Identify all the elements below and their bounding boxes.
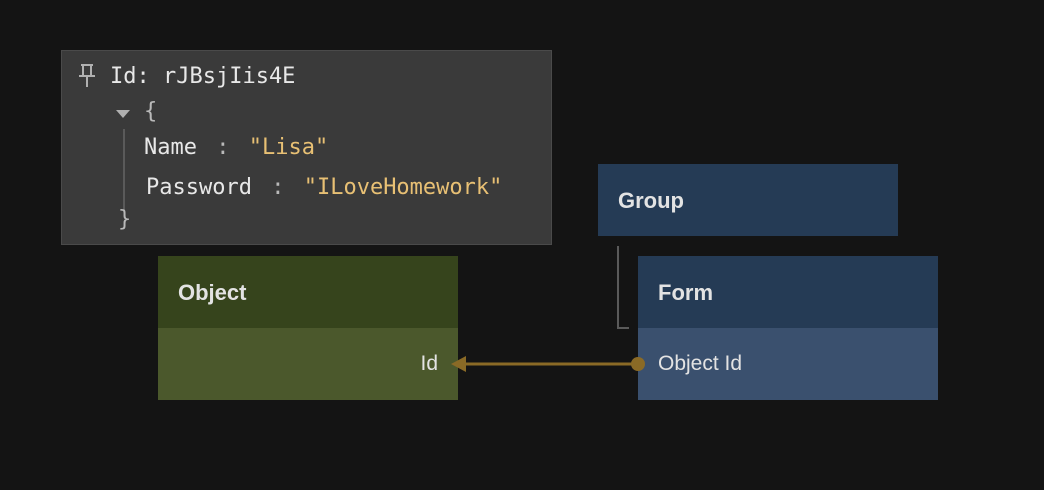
node-title: Group [618, 188, 684, 213]
collapse-caret-icon[interactable] [116, 110, 130, 118]
field-separator: : [216, 135, 230, 160]
object-id: Id: rJBsjIis4E [110, 63, 296, 89]
port-dot-icon[interactable] [631, 357, 645, 371]
group-node[interactable]: Group [598, 164, 898, 236]
object-node-header[interactable]: Object [158, 256, 458, 328]
field-key: Password [146, 175, 252, 200]
tooltip-header: Id: rJBsjIis4E [78, 63, 295, 89]
field-key: Name [144, 135, 197, 160]
object-node-body[interactable]: Id [158, 328, 458, 400]
node-title: Form [658, 280, 713, 305]
field-value: "ILoveHomework" [303, 175, 503, 200]
object-id-port-label: Object Id [658, 352, 743, 375]
open-brace: { [144, 99, 158, 124]
field-password: Password : "ILoveHomework" [146, 175, 502, 200]
node-title: Object [178, 280, 247, 305]
id-port-label: Id [420, 352, 438, 375]
field-value: "Lisa" [248, 135, 329, 160]
arrow-head-icon [451, 356, 466, 372]
field-separator: : [271, 175, 285, 200]
form-node-body[interactable]: Object Id [638, 328, 938, 400]
tree-guide-line [123, 129, 125, 211]
object-details-tooltip: Id: rJBsjIis4E { Name : "Lisa" Password … [61, 50, 552, 245]
group-child-connector [617, 246, 629, 329]
field-name: Name : "Lisa" [144, 135, 328, 160]
pin-icon[interactable] [78, 63, 96, 89]
form-node-header[interactable]: Form [638, 256, 938, 328]
close-brace: } [118, 207, 132, 232]
